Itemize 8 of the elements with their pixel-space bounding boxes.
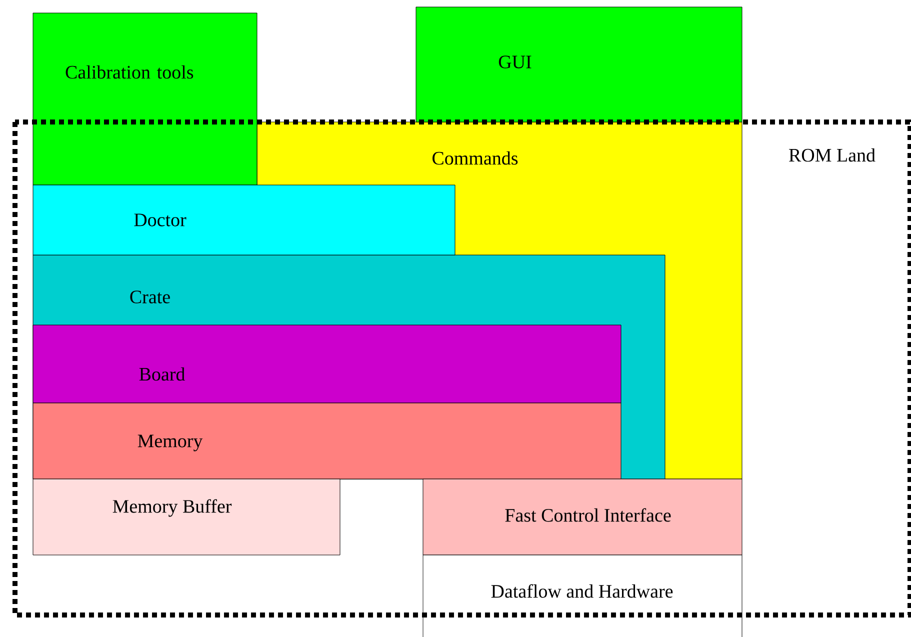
layer-box: Dataflow and Hardware xyxy=(422,554,742,637)
layer-box: Doctor xyxy=(32,184,456,256)
layer-box: Calibration tools xyxy=(32,12,258,186)
layer-box: GUI xyxy=(416,6,742,122)
layer-box: Memory xyxy=(32,402,622,480)
layer-box: Fast Control Interface xyxy=(422,478,742,556)
layer-box: Board xyxy=(32,324,622,404)
layer-box: Memory Buffer xyxy=(32,478,340,556)
